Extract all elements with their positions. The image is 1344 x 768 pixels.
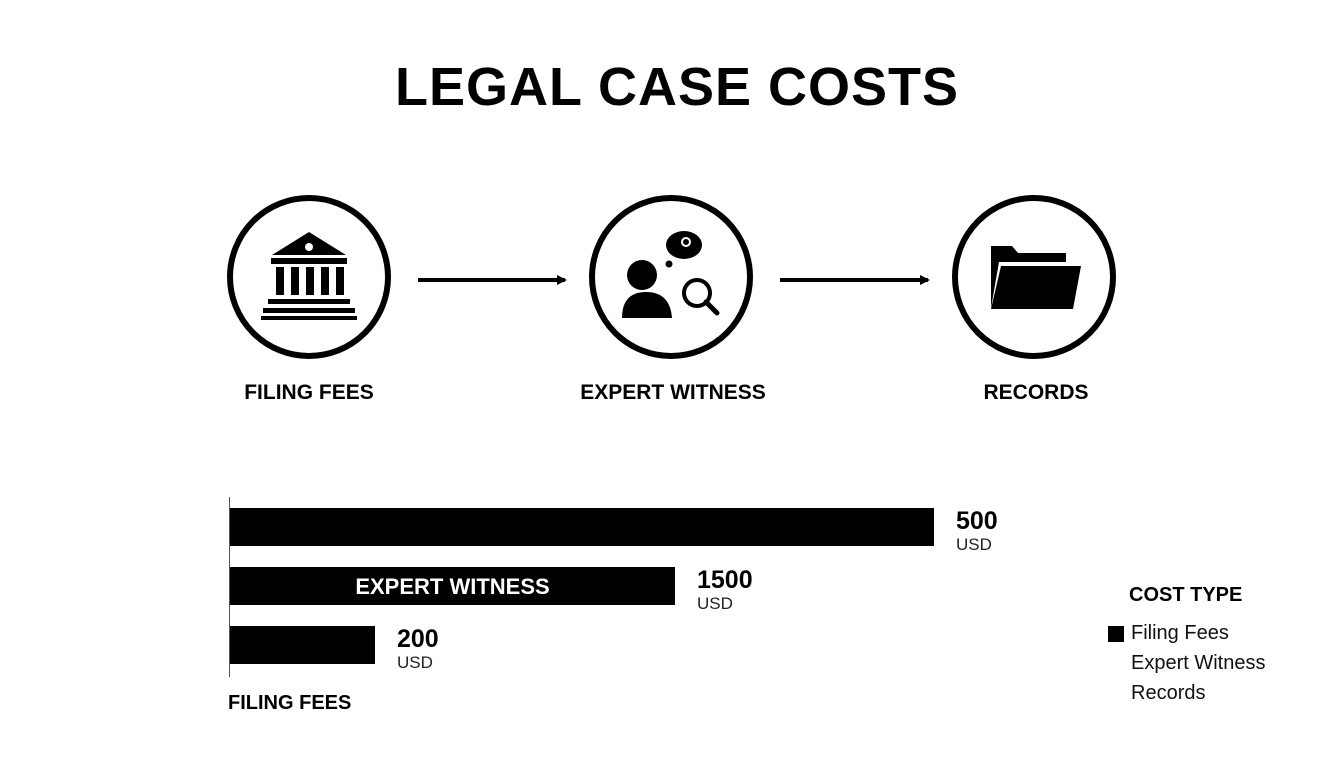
bar: EXPERT WITNESS [230, 567, 675, 605]
bar-inner-label: EXPERT WITNESS [355, 574, 550, 599]
legend-item-records: Records [1131, 682, 1206, 704]
step-label-records: RECORDS [983, 381, 1089, 404]
bar-value-label: 1500 [697, 566, 753, 594]
bar-unit-label: USD [397, 653, 433, 672]
legend-item-expert-witness: Expert Witness [1131, 652, 1266, 674]
expert-witness-icon [589, 195, 753, 359]
y-axis-line [229, 497, 230, 677]
bar-value-label: 200 [397, 625, 439, 653]
page-title: LEGAL CASE COSTS [394, 57, 960, 117]
bar [230, 626, 375, 664]
legend-item-filing-fees: Filing Fees [1131, 622, 1229, 644]
step-label-filing-fees: FILING FEES [244, 381, 374, 404]
legend-title: COST TYPE [1129, 584, 1243, 606]
bar-value-label: 500 [956, 507, 998, 535]
process-flow [227, 195, 1116, 359]
step-label-expert-witness: EXPERT WITNESS [580, 381, 766, 404]
bar-unit-label: USD [697, 594, 733, 613]
courthouse-icon [227, 195, 391, 359]
x-axis-label: FILING FEES [228, 692, 352, 714]
bar [230, 508, 934, 546]
bar-unit-label: USD [956, 535, 992, 554]
folder-icon [952, 195, 1116, 359]
legend-swatch [1108, 626, 1124, 642]
